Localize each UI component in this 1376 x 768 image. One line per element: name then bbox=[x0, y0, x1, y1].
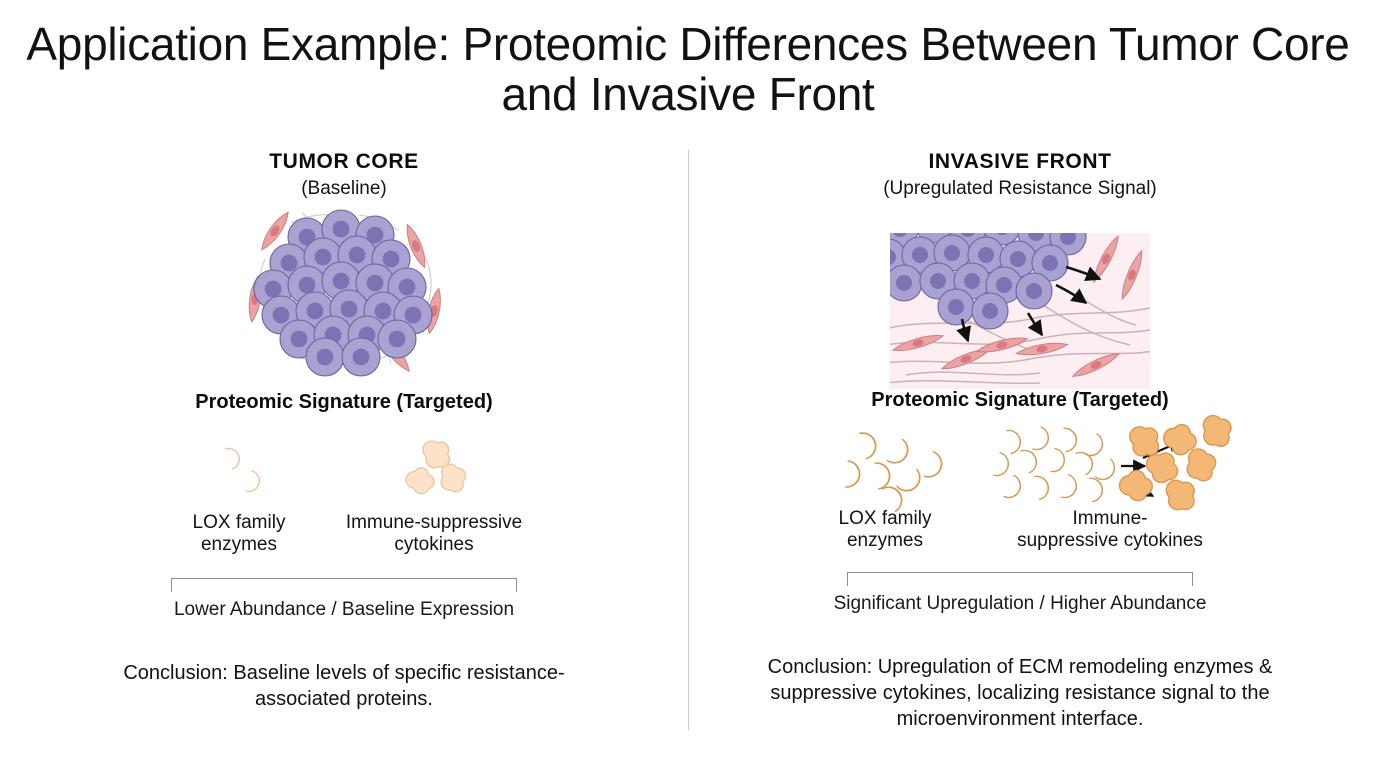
tumor-core-signature-title: Proteomic Signature (Targeted) bbox=[195, 390, 493, 413]
tumor-core-illustration-svg bbox=[246, 208, 445, 377]
protein-group-lox: LOX family enzymes bbox=[795, 424, 975, 553]
protein-label-lox: LOX family enzymes bbox=[192, 511, 286, 555]
cytokine-icon bbox=[389, 428, 479, 512]
tumor-core-cell-cluster bbox=[229, 201, 459, 391]
protein-label-lox: LOX family enzymes bbox=[838, 507, 932, 551]
abundance-bracket bbox=[171, 578, 517, 593]
protein-group-cytokine: Immune-suppressive cytokines bbox=[329, 428, 539, 557]
invasive-front-illustration-svg bbox=[890, 232, 1150, 389]
abundance-caption: Significant Upregulation / Higher Abunda… bbox=[833, 593, 1207, 615]
invasive-front-heading: INVASIVE FRONT bbox=[928, 150, 1112, 173]
lox-enzyme-icon-svg bbox=[844, 428, 947, 512]
protein-group-lox: LOX family enzymes bbox=[149, 428, 329, 557]
invasive-front-stroma-panel bbox=[890, 232, 1150, 389]
cytokine-icon-svg bbox=[992, 410, 1237, 514]
protein-label-cytokine: Immune- suppressive cytokines bbox=[1017, 507, 1203, 551]
page-title: Application Example: Proteomic Differenc… bbox=[26, 18, 1350, 120]
cytokine-icon bbox=[985, 410, 1237, 514]
tumor-core-conclusion: Conclusion: Baseline levels of specific … bbox=[123, 662, 565, 710]
tumor-core-heading: TUMOR CORE bbox=[269, 150, 419, 173]
abundance-bracket bbox=[847, 572, 1193, 587]
tumor-cells bbox=[253, 209, 433, 377]
lox-enzyme-icon bbox=[199, 428, 279, 512]
released-cytokines bbox=[1114, 410, 1237, 514]
tumor-core-protein-row: LOX family enzymes Immune-suppressive cy… bbox=[14, 428, 674, 557]
column-divider bbox=[688, 150, 689, 730]
cytokine-icon-svg bbox=[402, 438, 471, 499]
abundance-caption: Lower Abundance / Baseline Expression bbox=[173, 599, 515, 621]
protein-label-cytokine: Immune-suppressive cytokines bbox=[345, 511, 523, 555]
tumor-core-subheading: (Baseline) bbox=[301, 177, 387, 199]
lox-enzyme-icon-svg bbox=[224, 444, 263, 495]
lox-enzyme-icon bbox=[825, 424, 947, 512]
invasive-front-subheading: (Upregulated Resistance Signal) bbox=[883, 177, 1157, 199]
migration-arrows bbox=[956, 265, 1102, 343]
invasive-front-signature-title: Proteomic Signature (Targeted) bbox=[871, 388, 1169, 411]
invasive-front-column: INVASIVE FRONT (Upregulated Resistance S… bbox=[690, 150, 1350, 732]
tumor-core-column: TUMOR CORE (Baseline) bbox=[14, 150, 674, 713]
invasive-front-protein-row: LOX family enzymes bbox=[690, 410, 1350, 553]
invasive-front-conclusion: Conclusion: Upregulation of ECM remodeli… bbox=[767, 656, 1273, 730]
cytokine-source-cluster bbox=[992, 425, 1120, 502]
protein-group-cytokine: Immune- suppressive cytokines bbox=[975, 410, 1245, 553]
